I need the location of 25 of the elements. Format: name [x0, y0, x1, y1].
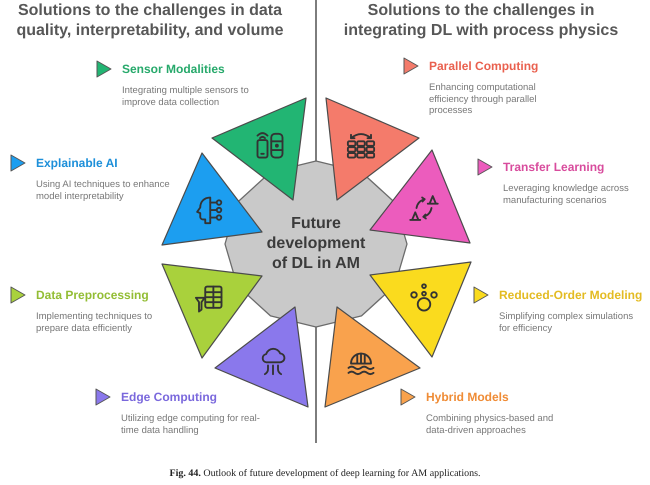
- triangle-panel: [161, 263, 263, 359]
- solution-heading: Transfer Learning: [503, 160, 606, 174]
- solution-heading: Reduced-Order Modeling: [499, 288, 639, 302]
- figure-caption: Fig. 44. Outlook of future development of deep learning for AM applications.: [168, 467, 482, 480]
- solution-description: Using AI techniques to enhance model interpretability: [36, 179, 171, 202]
- solution-description: Enhancing computational efficiency through parallel processes: [429, 82, 538, 116]
- solution-heading: Data Preprocessing: [36, 288, 150, 302]
- hub-title: Future development of DL in AM: [266, 214, 366, 274]
- column-heading: Solutions to the challenges in integrating DL with process physics: [342, 1, 620, 41]
- solution-heading: Parallel Computing: [429, 59, 540, 73]
- solution-description: Simplifying complex simulations for efficiency: [499, 311, 634, 334]
- solution-description: Integrating multiple sensors to improve data collection: [122, 85, 250, 108]
- triangle-panel: [369, 261, 472, 358]
- solution-heading: Sensor Modalities: [122, 62, 226, 76]
- triangle-panel: [324, 306, 421, 408]
- solution-heading: Explainable AI: [36, 156, 119, 170]
- solution-description: Combining physics-based and data-driven approaches: [426, 413, 554, 436]
- solution-description: Utilizing edge computing for real-time data handling: [121, 413, 261, 436]
- triangle-panel: [325, 97, 420, 201]
- solution-description: Leveraging knowledge across manufacturing scenarios: [503, 183, 630, 206]
- column-heading: Solutions to the challenges in data quality, interpretability, and volume: [15, 1, 284, 41]
- solution-heading: Edge Computing: [121, 390, 218, 404]
- solution-heading: Hybrid Models: [426, 390, 510, 404]
- solution-description: Implementing techniques to prepare data efficiently: [36, 311, 154, 334]
- triangle-panel: [369, 149, 471, 244]
